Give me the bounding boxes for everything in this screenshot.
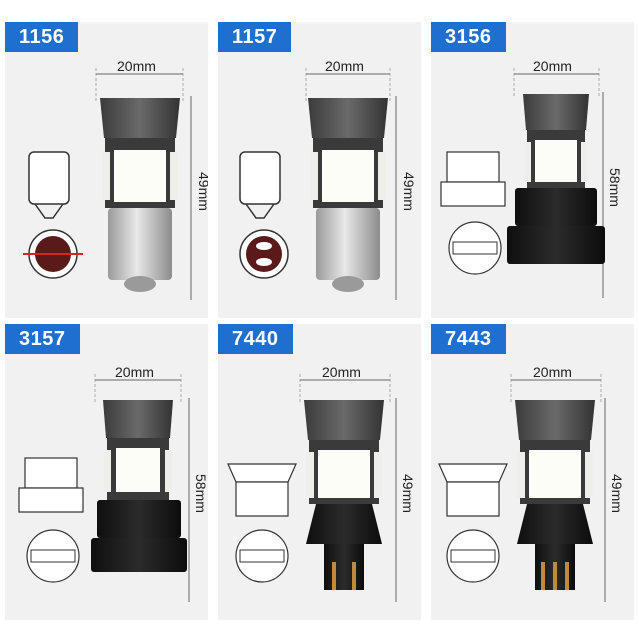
height-label: 58mm [193,474,208,513]
height-label: 49mm [401,172,417,211]
led-bulb-icon [227,374,397,602]
width-label: 20mm [115,364,154,380]
led-bulb-icon [18,374,190,602]
panel-3156: 3156 20mm 58mm [431,22,634,318]
led-bulb-icon [440,68,605,298]
model-badge: 7440 [218,324,293,354]
model-badge: 1156 [5,22,79,52]
width-label: 20mm [325,58,364,74]
model-badge: 1157 [218,22,292,52]
led-bulb-icon [239,68,397,300]
panel-7440: 7440 20mm 49mm [218,324,421,620]
model-badge: 3156 [431,22,506,52]
height-label: 58mm [607,168,623,207]
height-label: 49mm [400,474,416,513]
panel-3157: 3157 20mm 58mm [5,324,208,620]
width-label: 20mm [322,364,361,380]
height-label: 49mm [196,172,208,211]
panel-1157: 1157 20mm 49mm [218,22,421,318]
model-badge: 7443 [431,324,506,354]
panel-1156: 1156 20mm 49mm [5,22,208,318]
model-badge: 3157 [5,324,80,354]
led-bulb-icon [438,374,606,602]
width-label: 20mm [117,58,156,74]
led-bulb-icon [23,68,192,300]
width-label: 20mm [533,364,572,380]
height-label: 49mm [609,474,625,513]
width-label: 20mm [533,58,572,74]
panel-7443: 7443 20mm 49mm [431,324,634,620]
